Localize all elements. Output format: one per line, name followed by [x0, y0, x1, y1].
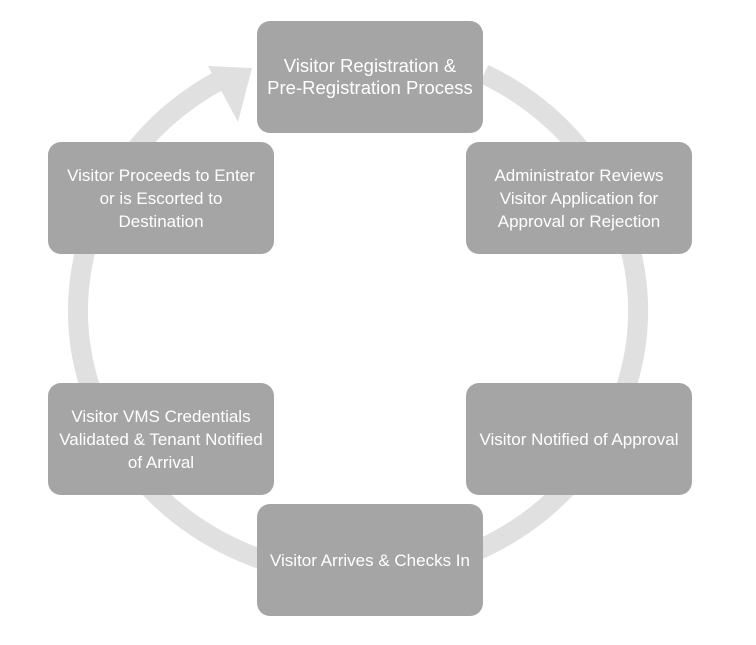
- step-label: Visitor Registration & Pre-Registration …: [267, 55, 473, 98]
- step-label: Administrator Reviews Visitor Applicatio…: [494, 165, 664, 231]
- step-credentials-validated: Visitor VMS Credentials Validated & Tena…: [48, 383, 274, 495]
- step-visitor-registration: Visitor Registration & Pre-Registration …: [257, 21, 483, 133]
- step-label: Visitor Arrives & Checks In: [270, 550, 470, 570]
- cycle-arrow-head: [208, 66, 252, 122]
- step-visitor-proceeds: Visitor Proceeds to Enter or is Escorted…: [48, 142, 274, 254]
- step-visitor-notified: Visitor Notified of Approval: [466, 383, 692, 495]
- step-administrator-review: Administrator Reviews Visitor Applicatio…: [466, 142, 692, 254]
- step-label: Visitor Notified of Approval: [479, 429, 679, 449]
- step-visitor-arrives: Visitor Arrives & Checks In: [257, 504, 483, 616]
- step-label: Visitor VMS Credentials Validated & Tena…: [59, 406, 263, 472]
- step-label: Visitor Proceeds to Enter or is Escorted…: [67, 165, 255, 231]
